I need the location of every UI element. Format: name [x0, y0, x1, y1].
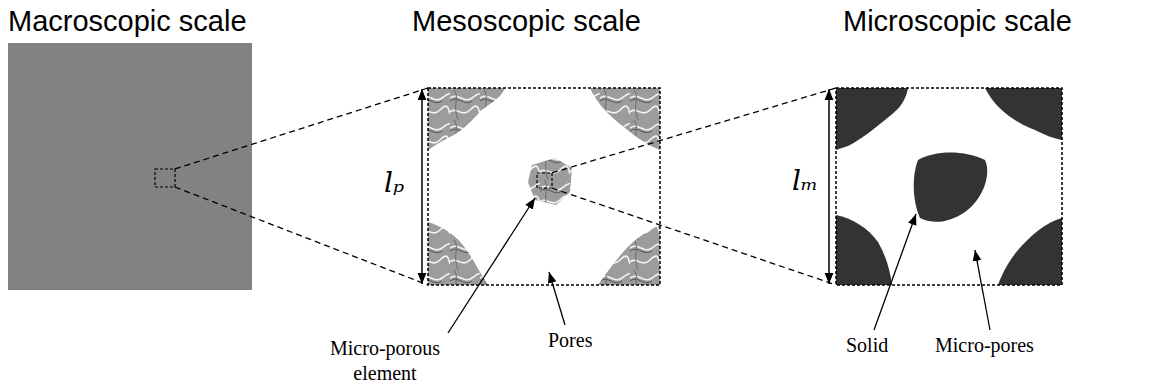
- micro-porous-grain: [598, 225, 660, 285]
- micro-porous-grain: [428, 88, 505, 150]
- scale-panel: Microscopic scale: [836, 88, 1062, 285]
- leader-line: [874, 214, 916, 330]
- micro-ground: [836, 88, 1062, 285]
- solid-grain: [914, 153, 988, 222]
- micro-porous-grain: [590, 88, 660, 150]
- scale-heading: Mesoscopic scale: [412, 4, 641, 39]
- scale-panel: Mesoscopic scale: [428, 88, 660, 285]
- leader-line: [975, 250, 990, 330]
- zoom-line-segment: [175, 88, 428, 169]
- meso-ground: [428, 88, 660, 285]
- micro-porous-grain: [428, 222, 488, 285]
- zoom-line-segment: [552, 188, 836, 285]
- callout-label: Micro-pores: [935, 333, 1034, 358]
- meso-frame: [428, 88, 660, 285]
- callout-label: Solid: [846, 333, 888, 358]
- callout-label: Pores: [548, 328, 592, 353]
- scale-panel: Macroscopic scale: [8, 43, 252, 290]
- zoom-line-segment: [175, 187, 428, 285]
- scale-heading: Macroscopic scale: [8, 4, 247, 39]
- micro-frame: [836, 88, 1062, 285]
- zoom-line: [175, 88, 428, 285]
- zoom-window: [537, 173, 552, 188]
- solid-grain: [836, 88, 908, 150]
- length-symbol: lₚ: [384, 166, 404, 200]
- zoom-window: [155, 169, 175, 187]
- macro-medium: [8, 43, 252, 290]
- zoom-line-segment: [552, 88, 836, 173]
- dimension-arrow: [828, 89, 830, 284]
- length-symbol: lₘ: [792, 164, 818, 198]
- callout-label: Micro-porous element: [320, 336, 450, 386]
- zoom-line: [552, 88, 836, 285]
- solid-grain: [998, 218, 1062, 285]
- scale-heading: Microscopic scale: [843, 4, 1072, 39]
- solid-grain: [836, 215, 892, 285]
- solid-grain: [985, 88, 1062, 140]
- dimension-arrow: [421, 89, 423, 284]
- leader-line: [448, 198, 535, 333]
- leader-line: [549, 272, 565, 325]
